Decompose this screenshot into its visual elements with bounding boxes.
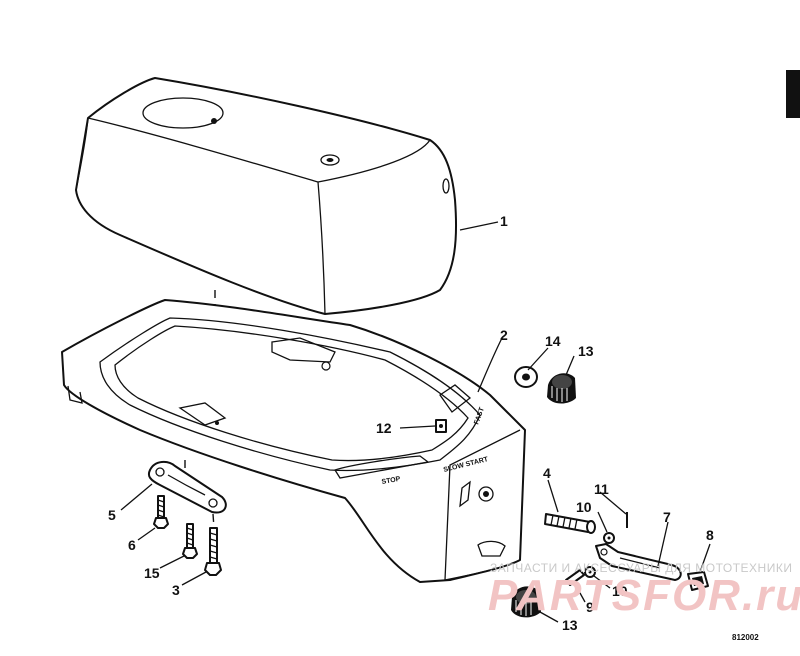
screw-part-3 [204, 527, 222, 576]
callout-3: 3 [172, 582, 180, 598]
lower-cover-pan: SLOW START STOP FAST [61, 299, 526, 583]
callout-13-lower: 13 [562, 617, 578, 633]
callout-6: 6 [128, 537, 136, 553]
callout-5: 5 [108, 507, 116, 523]
callout-10-lower: 10 [612, 583, 628, 599]
clip-part-12 [435, 419, 447, 433]
callout-8: 8 [706, 527, 714, 543]
washer-part-14 [514, 366, 538, 388]
callout-15: 15 [144, 565, 160, 581]
lever-part-7 [595, 543, 682, 581]
callout-12: 12 [376, 420, 392, 436]
bushing-part-8 [687, 571, 709, 591]
screw-part-6 [153, 495, 169, 529]
pin-part-9 [565, 569, 585, 586]
washer-part-10-upper [603, 532, 615, 544]
engine-cover-hood [75, 77, 458, 315]
bracket-part-5 [147, 460, 227, 514]
callout-10-upper: 10 [576, 499, 592, 515]
callout-14: 14 [545, 333, 561, 349]
callout-9: 9 [586, 599, 594, 615]
stop-label: STOP [381, 476, 401, 486]
callout-13-upper: 13 [578, 343, 594, 359]
leader-lines [120, 221, 711, 623]
knob-part-13-lower [511, 586, 541, 618]
watermark-tagline: ЗАПЧАСТИ И АКСЕССУАРЫ ДЛЯ МОТОТЕХНИКИ [490, 561, 792, 575]
screw-part-15 [182, 523, 198, 559]
knob-part-13-upper [547, 373, 576, 404]
bolt-part-4 [544, 513, 596, 534]
diagram-code: 812002 [732, 633, 759, 642]
page-edge-tab [786, 70, 800, 118]
callout-1: 1 [500, 213, 508, 229]
callout-11: 11 [594, 481, 609, 497]
washer-part-10-lower [584, 566, 596, 578]
callout-7: 7 [663, 509, 671, 525]
callout-4: 4 [543, 465, 551, 481]
watermark-logo: PARTSFOR.ru [488, 571, 800, 620]
callout-2: 2 [500, 327, 508, 343]
